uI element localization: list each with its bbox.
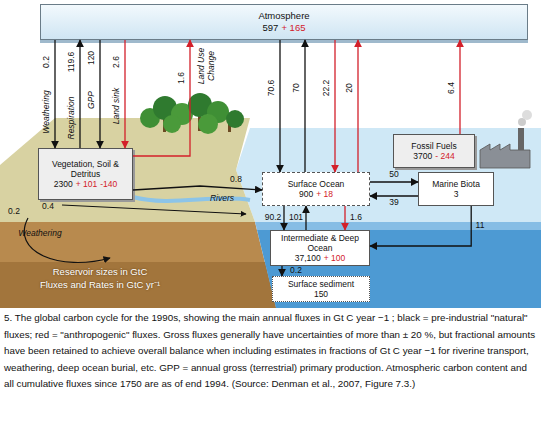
flux-arrow (79, 40, 80, 148)
reservoir-size: 3 (454, 189, 459, 199)
reservoir-values: 900+ 18 (299, 189, 333, 199)
flux-value: 1.6 (350, 213, 362, 223)
flux-value: 11 (476, 221, 485, 231)
reservoir-values: 597+ 165 (263, 22, 306, 34)
flux-value: 0.4 (42, 202, 54, 212)
flux-value: 120 (87, 51, 97, 65)
flux-value: 22.2 (322, 80, 332, 97)
reservoir-box: Atmosphere597+ 165 (40, 4, 528, 40)
flux-arrow (133, 40, 190, 156)
flux-value: 50 (389, 170, 398, 180)
flux-arrow (283, 206, 284, 230)
flux-arrow (344, 206, 345, 230)
flux-arrow (305, 206, 306, 230)
reservoir-name: Surface sediment (288, 279, 354, 289)
reservoir-name: Surface Ocean (288, 179, 345, 189)
anthropogenic-value: + 100 (324, 253, 346, 263)
reservoir-name: Atmosphere (258, 10, 309, 22)
flux-value: 101 (289, 213, 303, 223)
reservoir-size: 150 (314, 289, 328, 299)
flux-arrow (133, 186, 262, 190)
flux-arrow (279, 40, 280, 172)
reservoir-name: Vegetation, Soil & Detritus (39, 159, 132, 179)
land-section (0, 222, 276, 308)
reservoir-values: 150 (314, 289, 328, 299)
flux-arrow (54, 40, 55, 148)
flux-arrow (124, 40, 125, 148)
flux-arrow (334, 40, 335, 172)
flux-name: Respiration (67, 97, 77, 140)
anthropogenic-value: + 101 (76, 179, 98, 189)
reservoir-name: Marine Biota (432, 179, 480, 189)
reservoir-box: Surface sediment150 (272, 276, 370, 302)
figure-caption: 5. The global carbon cycle for the 1990s… (4, 310, 538, 393)
anthropogenic-value: - 244 (435, 151, 454, 161)
reservoir-values: 2300+ 101-140 (54, 179, 117, 189)
reservoir-values: 3 (454, 189, 459, 199)
flux-value: 0.2 (8, 207, 20, 217)
anthropogenic-value: -140 (100, 179, 117, 189)
reservoir-values: 3700- 244 (413, 151, 454, 161)
legend-note: Reservoir sizes in GtC (53, 267, 148, 277)
ocean-surface (236, 128, 541, 222)
ocean-mid-layer (255, 222, 541, 230)
reservoir-box: Marine Biota3 (418, 172, 494, 206)
reservoir-size: 597 (263, 22, 279, 34)
reservoir-box: Intermediate & Deep Ocean37,100+ 100 (270, 230, 370, 266)
flux-name: Rivers (210, 194, 234, 204)
flux-arrow (62, 205, 246, 214)
reservoir-size: 3700 (413, 151, 432, 161)
flux-value: 1.6 (177, 72, 187, 84)
flux-arrow (459, 40, 460, 134)
flux-value: 2.6 (112, 56, 122, 68)
flux-arrow (99, 40, 100, 148)
smoke (522, 110, 532, 120)
flux-arrow (370, 181, 418, 182)
flux-name: Land sink (112, 88, 122, 124)
reservoir-values: 37,100+ 100 (295, 253, 346, 263)
tree-crown (163, 115, 181, 133)
reservoir-box: Fossil Fuels3700- 244 (393, 134, 475, 168)
reservoir-size: 37,100 (295, 253, 321, 263)
flux-name: GPP (87, 91, 97, 109)
flux-name: Weathering (18, 229, 61, 239)
flux-value: 70 (292, 83, 302, 92)
flux-value: 119.6 (67, 52, 77, 73)
reservoir-box: Surface Ocean900+ 18 (262, 172, 370, 206)
tree-crown (198, 114, 218, 134)
anthropogenic-value: + 165 (281, 22, 305, 34)
flux-value: 20 (345, 83, 355, 92)
flux-value: 70.6 (267, 80, 277, 97)
reservoir-size: 2300 (54, 179, 73, 189)
flux-arrow (281, 266, 282, 276)
flux-arrow (304, 40, 305, 172)
chimney (518, 128, 524, 150)
tree-crown (226, 110, 244, 128)
flux-value: 0.2 (290, 266, 302, 276)
flux-value: 0.8 (230, 175, 242, 185)
flux-value: 0.2 (42, 56, 52, 68)
flux-value: 6.4 (447, 82, 457, 94)
flux-arrow (357, 40, 358, 172)
reservoir-name: Intermediate & Deep Ocean (271, 233, 369, 253)
flux-name: Weathering (42, 90, 52, 133)
land-shade (0, 262, 276, 308)
anthropogenic-value: + 18 (316, 189, 333, 199)
flux-arrow (370, 195, 418, 196)
reservoir-box: Vegetation, Soil & Detritus2300+ 101-140 (38, 148, 133, 200)
flux-name: Land Use Change (197, 46, 216, 86)
flux-arrow (370, 206, 471, 246)
flux-value: 90.2 (265, 213, 282, 223)
deep-ocean (257, 230, 541, 308)
legend-note: Fluxes and Rates in GtC yr⁻¹ (40, 280, 160, 290)
flux-value: 39 (389, 198, 398, 208)
reservoir-name: Fossil Fuels (411, 141, 456, 151)
reservoir-size: 900 (299, 189, 313, 199)
land-surface (0, 118, 255, 222)
weathering-arrow (24, 218, 110, 263)
